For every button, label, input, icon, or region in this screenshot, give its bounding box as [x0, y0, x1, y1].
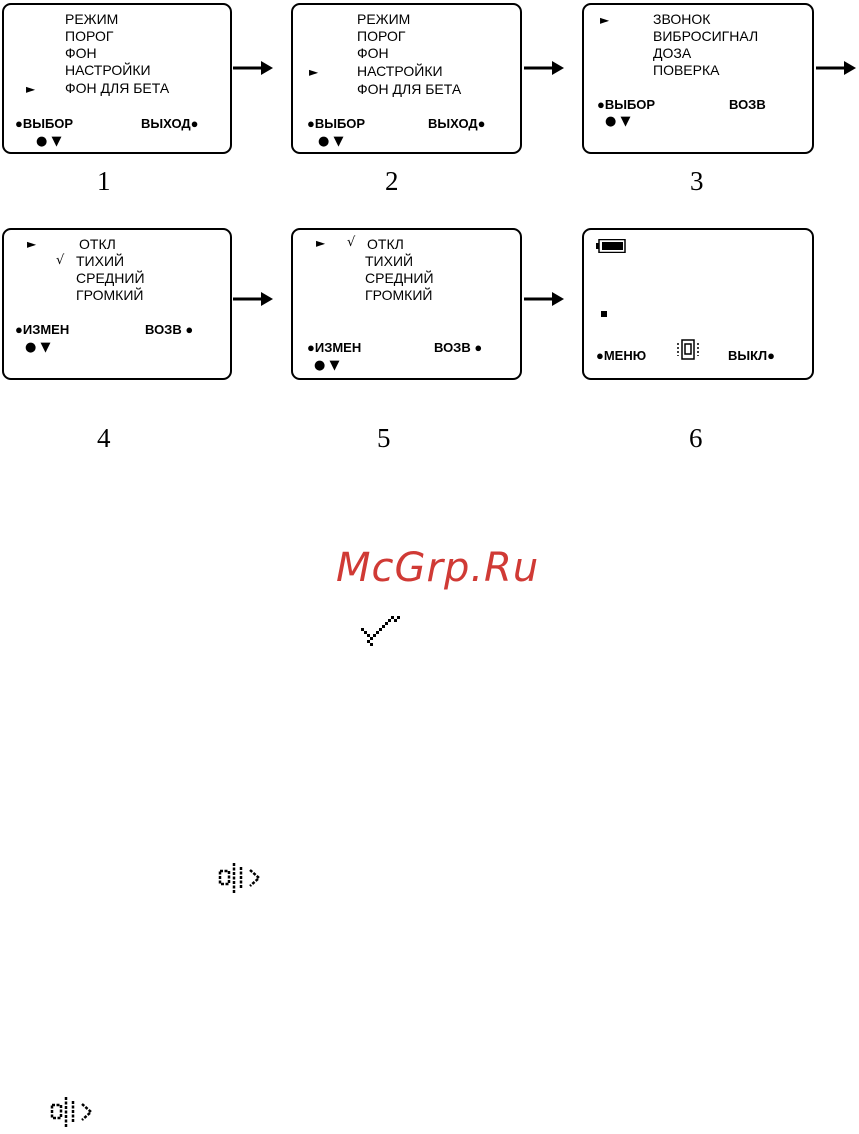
step-number: 4 — [97, 423, 111, 453]
selection-pointer: ► — [27, 237, 36, 251]
menu-item: ПОРОГ — [65, 28, 113, 45]
off-softkey-label: ВЫКЛ● — [728, 348, 775, 364]
menu-item: РЕЖИМ — [65, 11, 118, 28]
screen-4: ► ОТКЛ √ ТИХИЙ СРЕДНИЙ ГРОМКИЙ ●ИЗМЕН ВО… — [2, 228, 232, 380]
menu-item: РЕЖИМ — [357, 11, 410, 28]
flow-arrow — [524, 292, 564, 306]
menu-item: ГРОМКИЙ — [76, 287, 143, 304]
menu-item: ПОРОГ — [357, 28, 405, 45]
back-softkey-label: ВОЗВ ● — [145, 322, 193, 338]
selection-pointer: ► — [309, 65, 318, 79]
selection-pointer: ► — [316, 236, 325, 250]
select-softkey-label: ●ВЫБОР — [597, 97, 655, 113]
menu-item: ДОЗА — [653, 45, 691, 62]
exit-softkey-label: ВЫХОД● — [428, 116, 486, 132]
checkmark-indicator: √ — [56, 253, 64, 268]
menu-item: НАСТРОЙКИ — [65, 62, 151, 79]
flow-arrow — [233, 61, 273, 75]
menu-item: ПОВЕРКА — [653, 62, 719, 79]
menu-item: ГРОМКИЙ — [365, 287, 432, 304]
menu-item: ФОН — [65, 45, 97, 62]
menu-item: ТИХИЙ — [365, 253, 413, 270]
back-softkey-label: ВОЗВ — [729, 97, 766, 113]
screen-6: ●МЕНЮ ВЫКЛ● — [582, 228, 814, 380]
watermark-text: McGrp.Ru — [336, 545, 539, 591]
menu-item: ВИБРОСИГНАЛ — [653, 28, 758, 45]
flow-arrow — [816, 61, 856, 75]
menu-item: ФОН ДЛЯ БЕТА — [65, 80, 169, 97]
navigation-hint: ● ▼ — [318, 134, 343, 149]
select-softkey-label: ●ВЫБОР — [15, 116, 73, 132]
exit-softkey-label: ВЫХОД● — [141, 116, 199, 132]
screen-1: РЕЖИМ ПОРОГ ФОН НАСТРОЙКИ ► ФОН ДЛЯ БЕТА… — [2, 3, 232, 154]
step-number: 6 — [689, 423, 703, 453]
menu-item: НАСТРОЙКИ — [357, 63, 443, 80]
step-number: 3 — [690, 166, 704, 196]
menu-item: ФОН — [357, 45, 389, 62]
screen-5: ► √ ОТКЛ ТИХИЙ СРЕДНИЙ ГРОМКИЙ ●ИЗМЕН ВО… — [291, 228, 522, 380]
flow-arrow — [233, 292, 273, 306]
navigation-hint: ● ▼ — [36, 134, 61, 149]
menu-item: ФОН ДЛЯ БЕТА — [357, 81, 461, 98]
menu-softkey-label: ●МЕНЮ — [596, 348, 646, 364]
select-softkey-label: ●ВЫБОР — [307, 116, 365, 132]
screen-3: ► ЗВОНОК ВИБРОСИГНАЛ ДОЗА ПОВЕРКА ●ВЫБОР… — [582, 3, 814, 154]
navigation-hint: ● ▼ — [605, 114, 630, 129]
back-softkey-label: ВОЗВ ● — [434, 340, 482, 356]
checkmark-indicator: √ — [347, 235, 355, 250]
menu-item: СРЕДНИЙ — [365, 270, 434, 287]
step-number: 5 — [377, 423, 391, 453]
speaker-icon — [50, 1095, 100, 1129]
selection-pointer: ► — [600, 13, 609, 27]
menu-item: СРЕДНИЙ — [76, 270, 145, 287]
menu-item: ТИХИЙ — [76, 253, 124, 270]
flow-arrow — [524, 61, 564, 75]
status-dot-indicator — [601, 311, 607, 317]
speaker-icon — [218, 861, 268, 895]
battery-icon — [596, 239, 626, 253]
change-softkey-label: ●ИЗМЕН — [307, 340, 361, 356]
step-number: 2 — [385, 166, 399, 196]
step-number: 1 — [97, 166, 111, 196]
checkmark-icon — [361, 616, 403, 648]
vibration-icon — [676, 338, 700, 362]
screen-2: РЕЖИМ ПОРОГ ФОН ► НАСТРОЙКИ ФОН ДЛЯ БЕТА… — [291, 3, 522, 154]
navigation-hint: ● ▼ — [314, 358, 339, 373]
menu-item: ОТКЛ — [79, 236, 116, 253]
menu-item: ОТКЛ — [367, 236, 404, 253]
navigation-hint: ● ▼ — [25, 340, 50, 355]
menu-item: ЗВОНОК — [653, 11, 710, 28]
change-softkey-label: ●ИЗМЕН — [15, 322, 69, 338]
selection-pointer: ► — [26, 82, 35, 96]
